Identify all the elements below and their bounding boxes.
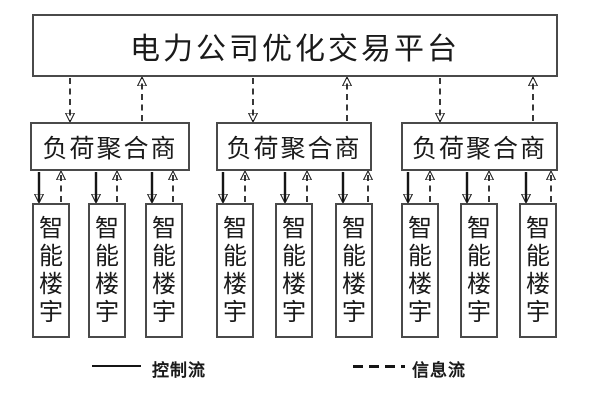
aggregator-node-2: 负荷聚合商 bbox=[216, 122, 372, 171]
building-label: 智能楼宇 bbox=[282, 215, 306, 326]
aggregator-label: 负荷聚合商 bbox=[42, 135, 178, 163]
building-node-5: 智能楼宇 bbox=[275, 203, 313, 338]
aggregator-node-3: 负荷聚合商 bbox=[401, 122, 558, 171]
building-label: 智能楼宇 bbox=[408, 215, 432, 326]
legend-info-line-sample bbox=[353, 365, 405, 368]
building-node-8: 智能楼宇 bbox=[460, 203, 498, 338]
aggregator-label: 负荷聚合商 bbox=[411, 135, 547, 163]
building-label: 智能楼宇 bbox=[152, 215, 176, 326]
building-node-6: 智能楼宇 bbox=[335, 203, 373, 338]
building-label: 智能楼宇 bbox=[526, 215, 550, 326]
building-node-3: 智能楼宇 bbox=[145, 203, 183, 338]
legend-control-line-sample bbox=[92, 365, 141, 367]
aggregator-label: 负荷聚合商 bbox=[226, 135, 362, 163]
building-label: 智能楼宇 bbox=[223, 215, 247, 326]
building-label: 智能楼宇 bbox=[342, 215, 366, 326]
building-label: 智能楼宇 bbox=[467, 215, 491, 326]
building-label: 智能楼宇 bbox=[95, 215, 119, 326]
aggregator-node-1: 负荷聚合商 bbox=[30, 122, 190, 171]
legend-info-label: 信息流 bbox=[412, 361, 466, 380]
building-node-4: 智能楼宇 bbox=[216, 203, 254, 338]
platform-node: 电力公司优化交易平台 bbox=[32, 14, 558, 77]
platform-label: 电力公司优化交易平台 bbox=[130, 32, 460, 66]
building-node-1: 智能楼宇 bbox=[32, 203, 70, 338]
building-node-7: 智能楼宇 bbox=[401, 203, 439, 338]
building-label: 智能楼宇 bbox=[39, 215, 63, 326]
building-node-2: 智能楼宇 bbox=[88, 203, 126, 338]
building-node-9: 智能楼宇 bbox=[519, 203, 557, 338]
legend-control-label: 控制流 bbox=[152, 361, 206, 380]
